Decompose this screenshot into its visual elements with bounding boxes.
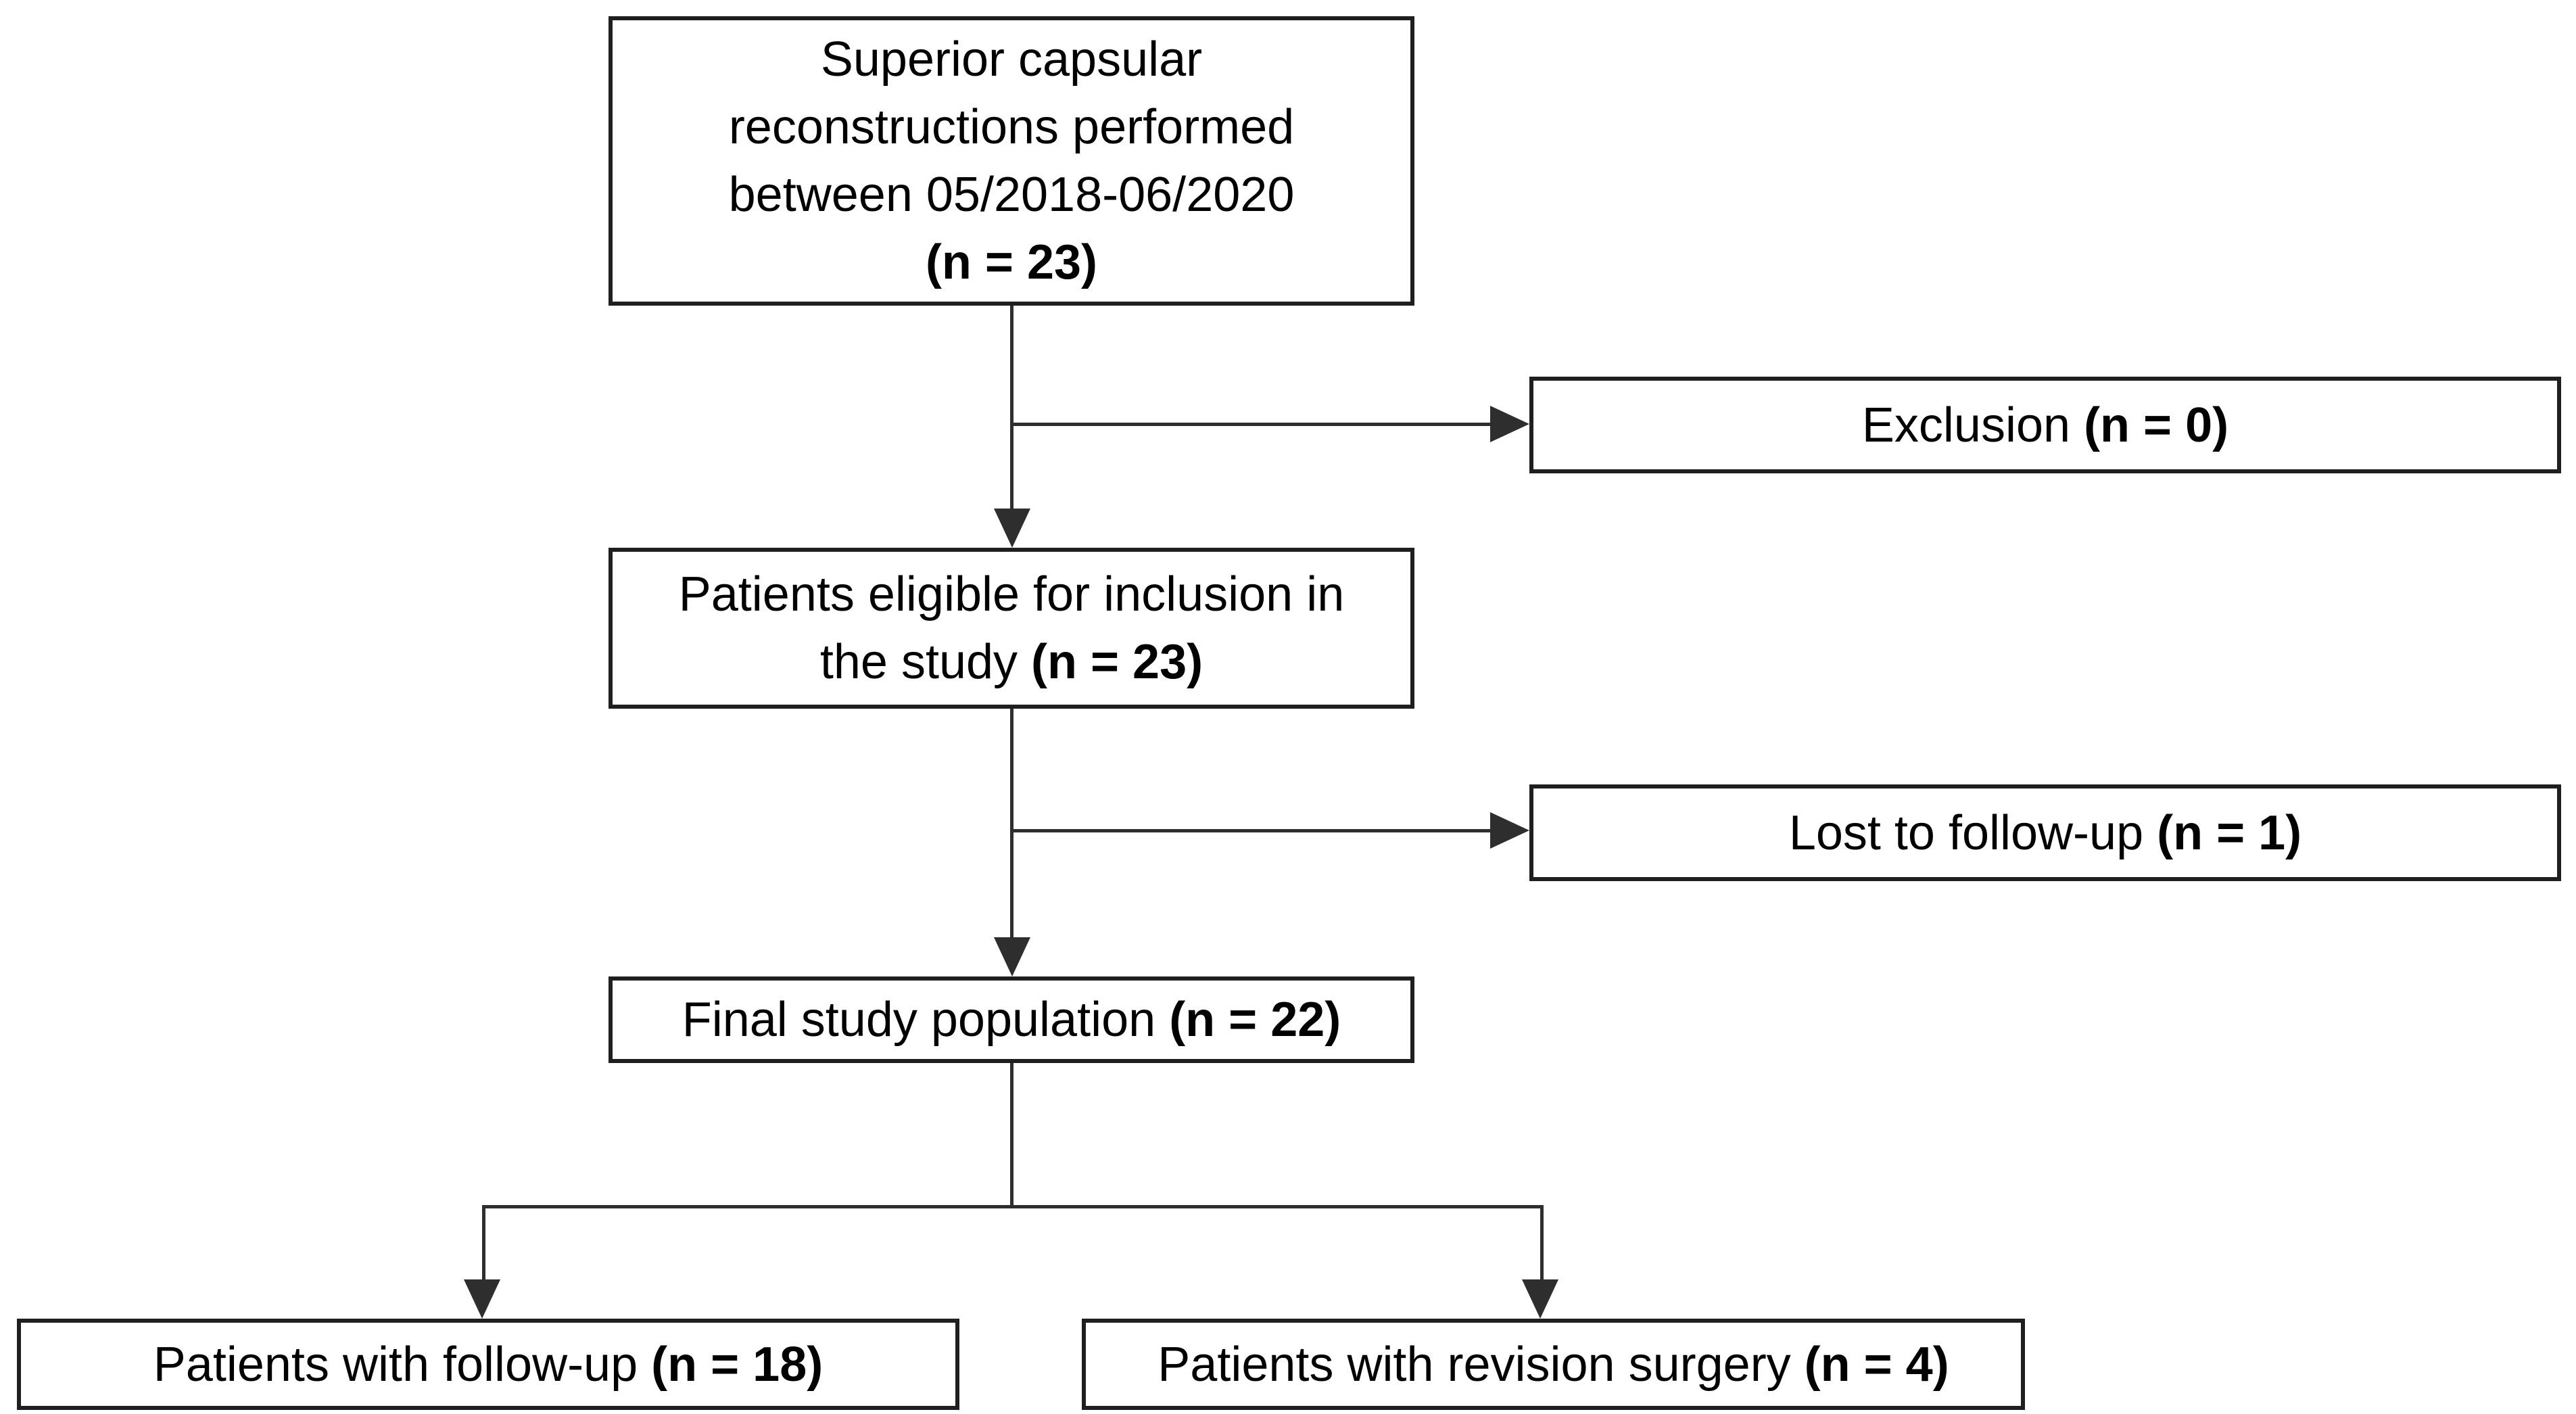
node-text-line: the study (n = 23) (679, 628, 1345, 696)
node-procedures-text: Superior capsular reconstructions perfor… (729, 26, 1295, 296)
node-count: (n = 1) (2157, 805, 2302, 860)
connector-branch-to-exclusion (1010, 423, 1492, 426)
node-text-line: between 05/2018-06/2020 (728, 168, 1295, 222)
connector-eligible-to-final (1010, 709, 1013, 940)
node-text-line: Superior capsular (820, 32, 1203, 87)
connector-final-to-split (1010, 1063, 1013, 1206)
node-count: (n = 4) (1804, 1337, 1949, 1392)
node-patients-with-revision-surgery: Patients with revision surgery (n = 4) (1082, 1319, 2025, 1410)
node-count: (n = 23) (925, 235, 1098, 289)
node-text: Exclusion (1861, 398, 2084, 452)
node-patients-with-followup: Patients with follow-up (n = 18) (17, 1319, 959, 1410)
node-lost-to-followup: Lost to follow-up (n = 1) (1529, 784, 2561, 881)
node-count: (n = 18) (651, 1337, 824, 1392)
arrowhead-into-revision (1522, 1279, 1558, 1319)
node-count: (n = 23) (1031, 635, 1203, 689)
node-revision-text: Patients with revision surgery (n = 4) (1158, 1331, 1949, 1398)
node-text: the study (819, 635, 1032, 689)
node-text: Lost to follow-up (1788, 805, 2157, 860)
node-exclusion: Exclusion (n = 0) (1529, 377, 2561, 473)
arrowhead-into-eligible (994, 509, 1030, 548)
arrowhead-into-followup (464, 1279, 500, 1319)
node-text-line: Patients eligible for inclusion in (678, 567, 1345, 621)
connector-procedures-to-eligible (1010, 306, 1013, 512)
node-text: Patients with revision surgery (1158, 1337, 1805, 1392)
node-procedures-performed: Superior capsular reconstructions perfor… (609, 16, 1414, 306)
arrowhead-into-lost (1490, 812, 1529, 849)
node-lost-text: Lost to follow-up (n = 1) (1789, 799, 2301, 867)
node-eligible-text: Patients eligible for inclusion in the s… (679, 561, 1345, 696)
node-count: (n = 22) (1169, 993, 1341, 1047)
node-followup-text: Patients with follow-up (n = 18) (153, 1331, 823, 1398)
node-final-population: Final study population (n = 22) (609, 976, 1414, 1063)
connector-split-to-followup (482, 1205, 485, 1281)
connector-split-to-revision (1540, 1205, 1544, 1281)
arrowhead-into-exclusion (1490, 406, 1529, 442)
connector-branch-to-lost (1010, 829, 1492, 832)
connector-split-horizontal (482, 1205, 1544, 1208)
arrowhead-into-final (994, 937, 1030, 976)
node-text: Patients with follow-up (153, 1337, 652, 1392)
node-final-text: Final study population (n = 22) (682, 986, 1341, 1054)
node-eligible: Patients eligible for inclusion in the s… (609, 548, 1414, 709)
node-text: Final study population (682, 993, 1170, 1047)
node-count: (n = 0) (2084, 398, 2229, 452)
node-text-line: reconstructions performed (728, 100, 1295, 154)
node-exclusion-text: Exclusion (n = 0) (1862, 392, 2228, 459)
